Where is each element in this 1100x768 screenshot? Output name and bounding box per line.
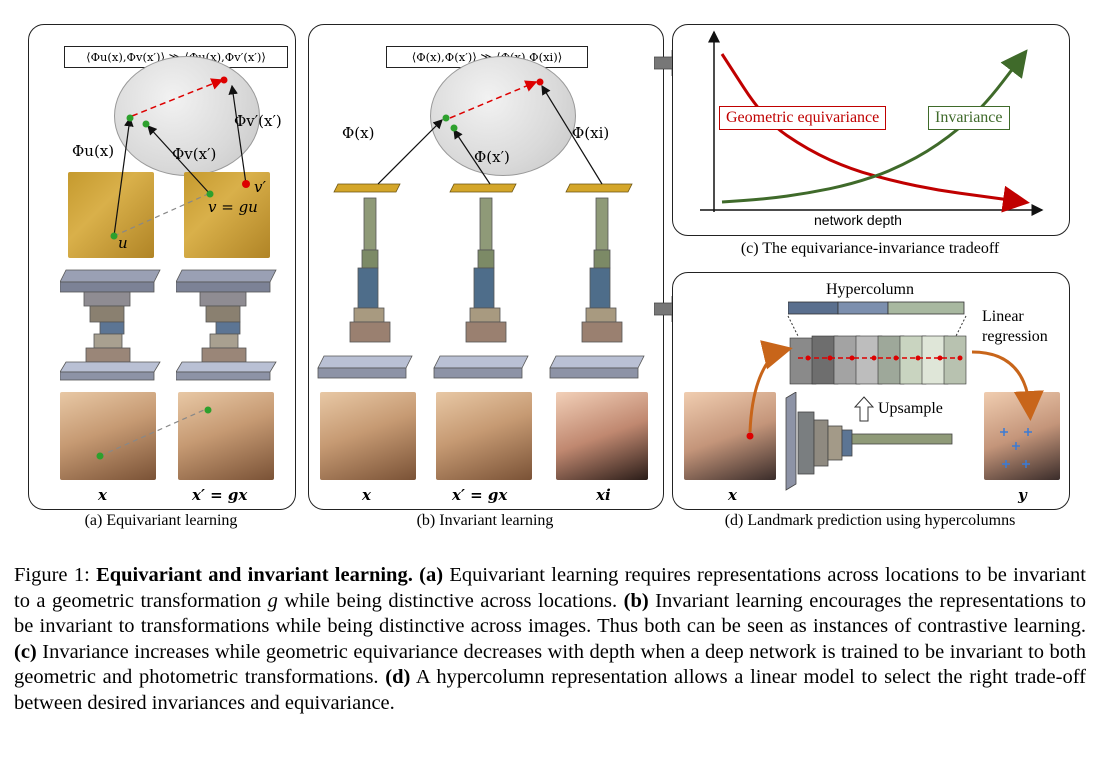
upsample-label: Upsample xyxy=(878,400,943,417)
cnn-encoder-d xyxy=(785,392,953,491)
cnn-stack-b-2 xyxy=(433,183,529,379)
caption-b-text: Invariant learning encourages the repres… xyxy=(14,589,1087,638)
label-phi-u-x: Φu(x) xyxy=(72,142,115,160)
embed-x xyxy=(442,114,450,122)
input-point xyxy=(746,432,754,440)
embed-xprime xyxy=(450,124,458,132)
label-u: u xyxy=(118,234,128,252)
face-photo-x-a xyxy=(60,392,156,480)
linear-regression-line2: regression xyxy=(982,328,1048,345)
dashed-eye-link xyxy=(99,409,205,457)
label-img-xprime-a: x′ = gx xyxy=(192,486,248,504)
face-photo-xprime-b xyxy=(436,392,532,480)
landmark-crosses xyxy=(1000,428,1032,468)
caption-a: (a) Equivariant learning xyxy=(84,512,238,529)
cnn-stack-b-3 xyxy=(549,183,645,379)
label-v-eq-gu: v = gu xyxy=(208,198,258,216)
series-geometric-equivariance xyxy=(720,53,1030,213)
embed-u xyxy=(126,114,134,122)
label-vprime: v′ xyxy=(254,178,266,196)
dashed-u-v xyxy=(113,193,209,237)
caption-b-tag: (b) xyxy=(623,589,649,612)
face-photo-xi-b xyxy=(556,392,648,480)
cnn-stacks-b xyxy=(317,183,645,379)
dashed-red-b xyxy=(449,80,538,119)
label-img-x-d: x xyxy=(728,486,737,504)
linear-regression-line1: Linear xyxy=(982,308,1024,325)
label-img-xprime-b: x′ = gx xyxy=(452,486,508,504)
embedding-sphere-a xyxy=(114,56,260,176)
label-img-y-d: y xyxy=(1018,486,1027,504)
dashed-red-a xyxy=(131,78,224,117)
feature-map-x xyxy=(68,172,154,258)
caption-prefix: Figure 1: xyxy=(14,564,97,586)
label-phi-x: Φ(x) xyxy=(342,124,375,142)
point-vprime xyxy=(242,180,250,188)
feature-maps xyxy=(787,315,967,385)
legend-invariance: Invariance xyxy=(928,106,1010,130)
caption-title: Equivariant and invariant learning. xyxy=(96,564,413,586)
caption-c: (c) The equivariance-invariance tradeoff xyxy=(740,240,1000,257)
arrow-phi-u xyxy=(113,116,134,237)
label-phi-v-xprime: Φv(x′) xyxy=(172,145,217,163)
label-phi-xi: Φ(xi) xyxy=(572,124,610,142)
caption-b: (b) Invariant learning xyxy=(416,512,554,529)
caption-c-tag: (c) xyxy=(14,640,37,663)
caption-c-text: Invariance increases while geometric equ… xyxy=(14,640,1086,689)
caption-d: (d) Landmark prediction using hypercolum… xyxy=(724,512,1016,529)
feature-map-xprime xyxy=(184,172,270,258)
face-photo-input-d xyxy=(684,392,776,480)
caption-g: g xyxy=(267,589,278,612)
upsample-arrow-icon xyxy=(854,396,874,422)
linear-regression-label: Linear regression xyxy=(982,307,1048,347)
label-phi-xprime: Φ(x′) xyxy=(474,148,510,166)
legend-geometric-equivariance: Geometric equivariance xyxy=(719,106,887,130)
label-img-x-a: x xyxy=(98,486,107,504)
orange-arrow-out xyxy=(971,350,1044,421)
arrow-phi-x xyxy=(377,119,443,185)
caption-d-text: A hypercolumn representation allows a li… xyxy=(14,666,1086,714)
hypercolumn-label: Hypercolumn xyxy=(826,281,914,298)
cnn-stack-b-1 xyxy=(317,183,413,379)
embed-vprime xyxy=(220,76,228,84)
face-photo-xprime-a xyxy=(178,392,274,480)
arrow-phi-vprime xyxy=(228,84,247,185)
arrow-phi-xi xyxy=(541,84,603,185)
figure-caption: Figure 1: Equivariant and invariant lear… xyxy=(14,563,1086,716)
caption-a-text2: while being distinctive across locations… xyxy=(277,589,624,612)
cnn-stack-a-left xyxy=(60,269,161,381)
caption-a-tag: (a) xyxy=(419,564,444,586)
hypercolumn-bar xyxy=(788,301,965,315)
flow-arrows-d xyxy=(746,340,1044,468)
label-img-x-b: x xyxy=(362,486,371,504)
x-axis-label: network depth xyxy=(814,212,902,228)
diagram-arrows-a xyxy=(96,76,250,460)
eye-point-xprime xyxy=(204,406,212,414)
arrow-phi-xprime xyxy=(453,129,491,185)
face-photo-x-b xyxy=(320,392,416,480)
embed-xi xyxy=(536,78,544,86)
caption-d-tag: (d) xyxy=(385,666,411,688)
point-v xyxy=(206,190,214,198)
eye-point-x xyxy=(96,452,104,460)
cnn-stack-a-right xyxy=(176,269,277,381)
label-img-xi-b: xi xyxy=(596,486,611,504)
embed-v xyxy=(142,120,150,128)
orange-arrow-in xyxy=(748,340,793,433)
point-u xyxy=(110,232,118,240)
diagram-arrows-b xyxy=(377,78,603,185)
arrow-phi-v xyxy=(147,125,211,195)
caption-a-text: Equivariant learning requires representa… xyxy=(14,564,1086,612)
label-phi-vprime-xprime: Φv′(x′) xyxy=(234,112,282,130)
